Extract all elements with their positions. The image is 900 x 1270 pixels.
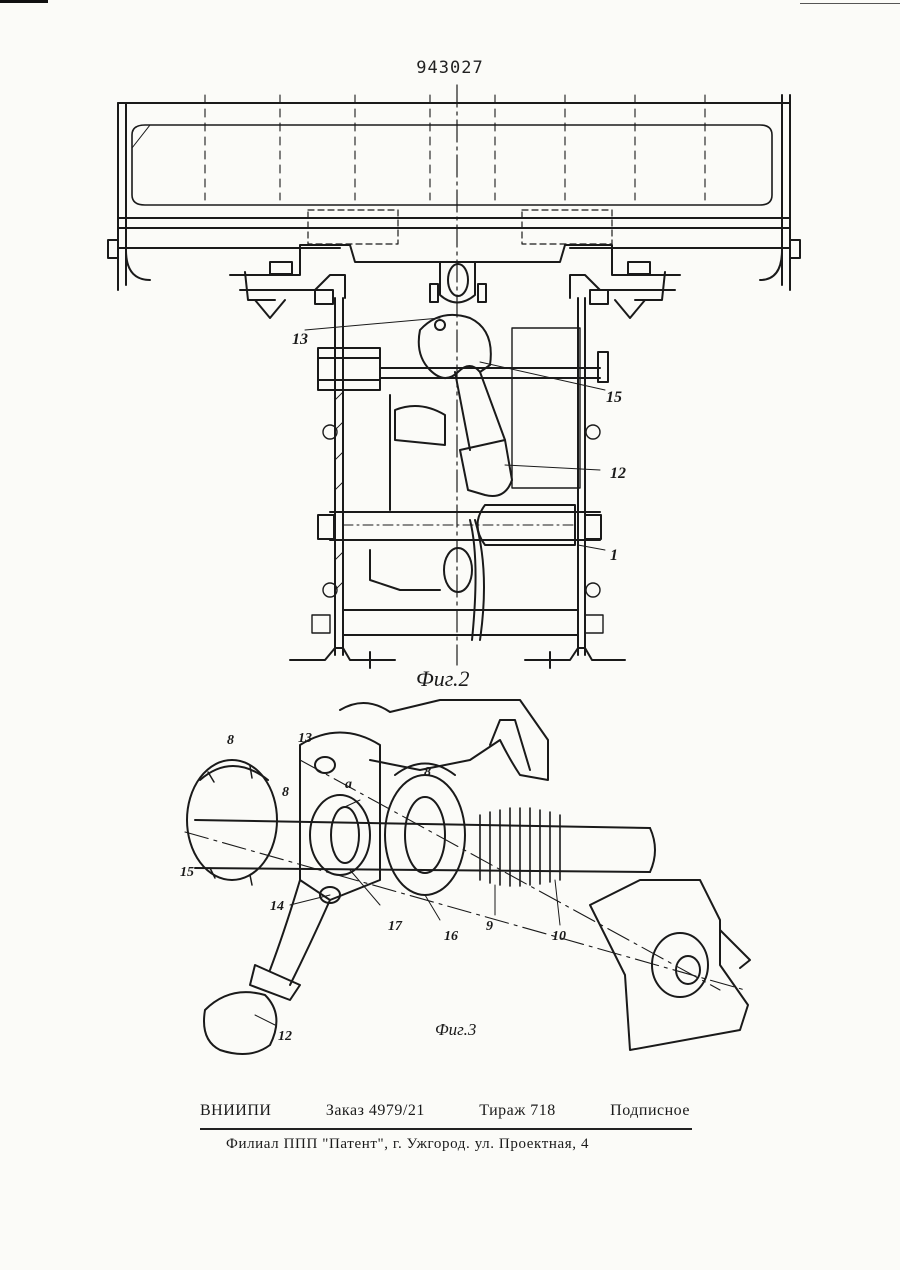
fig2-label-15: 15 [606, 389, 622, 406]
figure-3-drawing [185, 700, 750, 1054]
imprint-order: Заказ 4979/21 [326, 1102, 425, 1120]
fig3-label-8-mid: 8 [282, 785, 289, 800]
fig3-label-14: 14 [270, 899, 284, 914]
imprint-print-run: Тираж 718 [479, 1102, 556, 1120]
fig2-caption: Фиг.2 [416, 666, 470, 691]
imprint-address: Филиал ППП "Патент", г. Ужгород. ул. Про… [200, 1136, 700, 1153]
fig3-label-9: 9 [486, 919, 493, 934]
fig3-label-13: 13 [298, 731, 312, 746]
fig3-label-8-right: 8 [424, 765, 431, 780]
fig3-label-17: 17 [388, 919, 403, 934]
imprint-row: ВНИИПИ Заказ 4979/21 Тираж 718 Подписное [200, 1102, 700, 1120]
fig2-label-13: 13 [292, 331, 308, 348]
fig2-label-1: 1 [610, 547, 618, 564]
imprint-organization: ВНИИПИ [200, 1102, 271, 1120]
fig2-label-12: 12 [610, 465, 626, 482]
fig3-label-12: 12 [278, 1029, 292, 1044]
fig3-label-8-left: 8 [227, 733, 234, 748]
imprint-subscription: Подписное [610, 1102, 690, 1120]
fig3-label-15: 15 [180, 865, 194, 880]
figure-2-drawing [108, 85, 800, 668]
imprint-block: ВНИИПИ Заказ 4979/21 Тираж 718 Подписное… [200, 1102, 700, 1153]
fig3-label-16: 16 [444, 929, 458, 944]
fig3-label-a: a [345, 777, 352, 792]
fig3-label-10: 10 [552, 929, 566, 944]
fig3-caption: Фиг.3 [435, 1020, 476, 1039]
imprint-divider [200, 1128, 692, 1130]
